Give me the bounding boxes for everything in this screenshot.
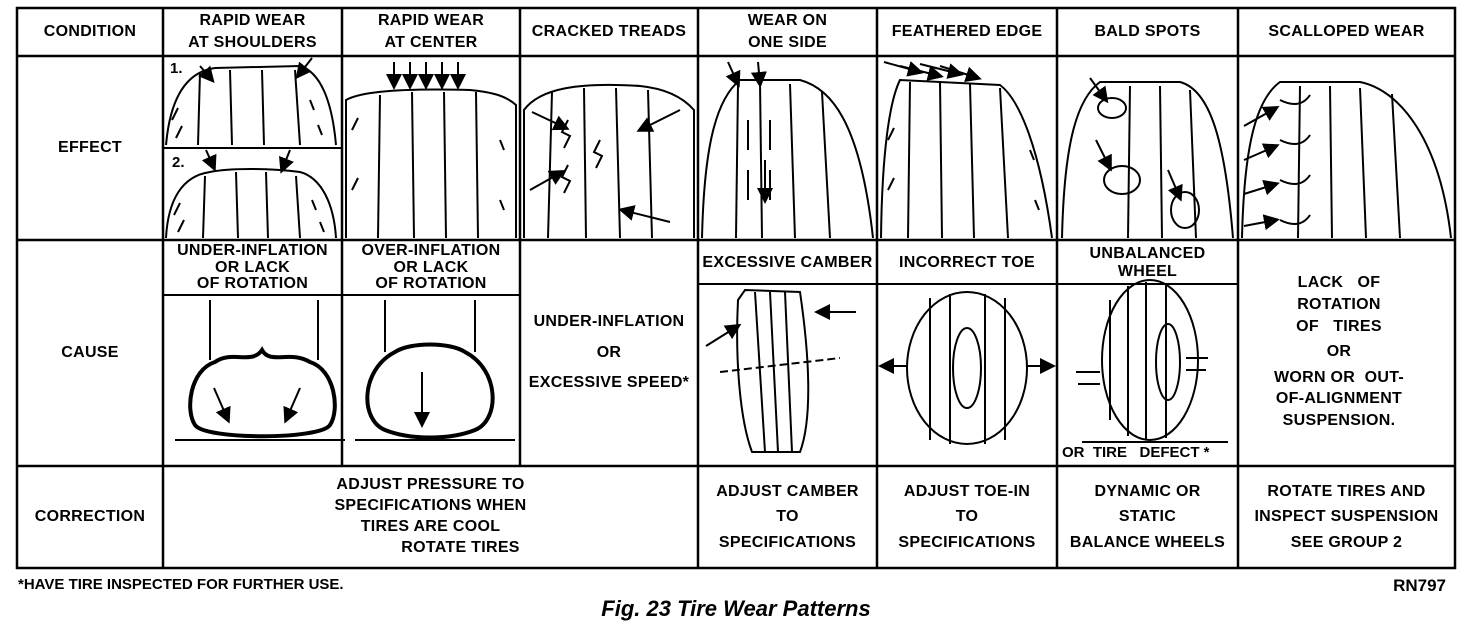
tire-shoulder-wear-2-icon: [165, 149, 337, 239]
footnote: *HAVE TIRE INSPECTED FOR FURTHER USE.: [18, 576, 344, 593]
under-inflated-cross-section-icon: [175, 300, 345, 441]
toe-wheel-icon: [878, 291, 1056, 445]
unbalanced-wheel-icon: [1076, 279, 1228, 443]
row-label-cause: CAUSE: [61, 343, 119, 361]
tire-scalloped-wear-icon: [1241, 81, 1452, 239]
tire-bald-spots-icon: [1061, 77, 1234, 239]
effect-marker-1: 1.: [170, 60, 183, 77]
condition-scalloped-wear: SCALLOPED WEAR: [1268, 22, 1425, 40]
condition-bald-spots: BALD SPOTS: [1094, 22, 1201, 40]
cause-tire-defect: OR TIRE DEFECT *: [1062, 444, 1210, 461]
cause-incorrect-toe: INCORRECT TOE: [898, 253, 1036, 271]
condition-feathered-edge: FEATHERED EDGE: [891, 22, 1043, 40]
tire-feathered-edge-icon: [880, 61, 1053, 239]
row-label-effect: EFFECT: [57, 138, 123, 156]
cause-lack-of-rotation: LACK OF ROTATION OF TIRES OR WORN OR OUT…: [1273, 274, 1405, 429]
tire-shoulder-wear-1-icon: [165, 57, 337, 146]
cause-excessive-camber: EXCESSIVE CAMBER: [702, 253, 873, 271]
tire-one-side-wear-icon: [701, 61, 874, 239]
tire-cracked-tread-icon: [523, 83, 695, 239]
effect-marker-2: 2.: [172, 154, 185, 171]
condition-cracked-treads: CRACKED TREADS: [531, 22, 687, 40]
row-label-condition: CONDITION: [43, 22, 137, 40]
tire-center-wear-icon: [345, 62, 517, 239]
over-inflated-cross-section-icon: [355, 300, 515, 441]
row-label-correction: CORRECTION: [34, 507, 146, 525]
figure-code: RN797: [1393, 576, 1446, 595]
figure-caption: Fig. 23 Tire Wear Patterns: [601, 596, 871, 621]
camber-wheel-icon: [705, 288, 856, 453]
table-border: [15, 6, 1457, 570]
